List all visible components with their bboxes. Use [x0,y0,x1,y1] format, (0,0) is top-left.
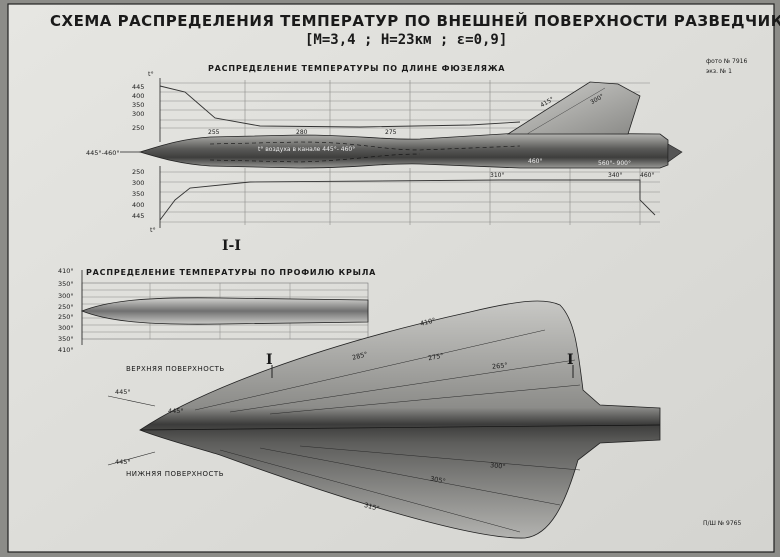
scale-top-250: 250 [132,124,145,132]
nose-temperature: 445°-460° [86,149,120,157]
flight-parameters: [M=3,4 ; H=23км ; ε=0,9] [305,32,508,48]
left-temp-lower: 445° [115,458,131,466]
upper-mark-280: 280 [296,129,308,136]
upper-temperature-curve [159,85,521,128]
footer-reference: П/Ш № 9765 [703,520,742,527]
scale-bottom-350: 350 [132,190,145,198]
section-mark-right: I [567,352,574,368]
air-duct-label: t° воздуха в канале 445°- 460° [258,146,356,153]
isotherm-265: 265° [491,361,509,371]
wing-nose-temp: 445° [168,407,184,415]
fuselage-axis-top: t° [148,70,154,78]
lower-surface-label: НИЖНЯЯ ПОВЕРХНОСТЬ [126,470,225,478]
exhaust-temperature: 560°- 900° [598,160,631,167]
lower-temperature-curve [159,179,656,221]
upper-surface-label: ВЕРХНЯЯ ПОВЕРХНОСТЬ [126,365,225,373]
wing-planform [139,300,661,539]
section-scale-410-top: 410° [58,267,74,275]
wing-isotherms [194,329,581,533]
scale-bottom-250: 250 [132,168,145,176]
upper-mark-275: 275 [385,129,397,136]
scale-bottom-300: 300 [132,179,145,187]
isotherm-300: 300° [489,461,507,471]
scale-top-445: 445 [132,83,145,91]
wing-section-title: РАСПРЕДЕЛЕНИЕ ТЕМПЕРАТУРЫ ПО ПРОФИЛЮ КРЫ… [86,268,377,277]
fuselage-chart-title: РАСПРЕДЕЛЕНИЕ ТЕМПЕРАТУРЫ ПО ДЛИНЕ ФЮЗЕЛ… [208,64,506,73]
section-scale-350-bottom: 350° [58,335,74,343]
section-scale-300-bottom: 300° [58,324,74,332]
wing-profile [80,297,369,325]
section-scale-410-bottom: 410° [58,346,74,354]
section-mark-left: I [266,352,273,368]
scale-top-400: 400 [132,92,145,100]
lower-mark-340: 340° [608,172,623,179]
fuselage-grid-bottom [160,168,660,225]
wing-section-label: I-I [222,238,241,254]
tail-fin [506,81,641,135]
fuselage-axis-bottom: t° [150,226,156,234]
scale-top-350: 350 [132,101,145,109]
diagram-title: СХЕМА РАСПРЕДЕЛЕНИЯ ТЕМПЕРАТУР ПО ВНЕШНЕ… [50,12,780,30]
section-scale-300-top: 300° [58,292,74,300]
scale-bottom-445: 445 [132,212,145,220]
copy-number: экз. № 1 [706,68,732,75]
photo-number: фото № 7916 [706,58,748,65]
lower-mark-460: 460° [528,158,543,165]
section-scale-350-top: 350° [58,280,74,288]
wing-centerline [139,424,661,431]
upper-mark-255: 255 [208,129,220,136]
fuselage-air-duct [209,141,521,163]
lower-mark-460-tail: 460° [640,172,655,179]
left-temp-upper: 445° [115,388,131,396]
lower-mark-310: 310° [490,172,505,179]
section-scale-250-bottom: 250° [58,313,74,321]
fuselage-grid-top [160,80,650,140]
scale-bottom-400: 400 [132,201,145,209]
exhaust-nozzle [667,143,683,163]
section-scale-250-top: 250° [58,303,74,311]
scale-top-300: 300 [132,110,145,118]
